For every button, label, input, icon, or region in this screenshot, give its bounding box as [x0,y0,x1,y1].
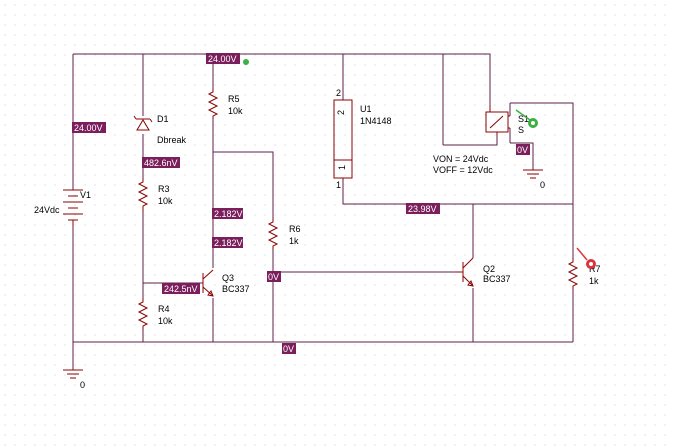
transistor-q3[interactable]: Q3 BC337 [202,269,250,297]
svg-text:0V: 0V [517,145,528,155]
probe-green-icon[interactable] [515,109,538,128]
v1-name: V1 [80,190,91,200]
v1-value: 24Vdc [34,205,60,215]
q3-name: Q3 [222,273,234,283]
voltage-tag-q3-base: 242.5nV [162,283,200,294]
r4-value: 10k [158,316,173,326]
d1-value: Dbreak [157,135,187,145]
probe-green-small-icon[interactable] [243,59,249,65]
probe-red-icon[interactable] [576,247,596,269]
svg-text:0V: 0V [268,272,279,282]
ground-main-label: 0 [80,380,85,390]
voltage-tag-q3-collector-b: 2.182V [212,237,243,248]
svg-text:24.00V: 24.00V [74,123,103,133]
diode-u1[interactable]: 2 1 2 1 U1 1N4148 [333,88,392,190]
u1-pin1: 1 [337,165,347,170]
q2-name: Q2 [483,264,495,274]
r5-value: 10k [228,106,243,116]
transistor-q2[interactable]: Q2 BC337 [455,257,511,287]
voltage-tag-u1: 23.98V [406,203,440,214]
s1-value: S [518,125,524,135]
u1-value: 1N4148 [360,116,392,126]
q3-value: BC337 [222,284,250,294]
d1-name: D1 [157,114,169,124]
u1-name: U1 [360,104,372,114]
svg-text:2.182V: 2.182V [214,209,243,219]
r5-name: R5 [228,94,240,104]
battery-v1[interactable]: V1 24Vdc [34,189,91,226]
voltage-tag-q2-base: 0V [267,271,281,282]
voltage-tag-left-rail: 24.00V [72,122,106,133]
ground-main: 0 [63,369,85,390]
r3-name: R3 [158,184,170,194]
voltage-tag-switch: 0V [516,144,530,155]
s1-voff: VOFF = 12Vdc [433,165,493,175]
svg-text:482.6nV: 482.6nV [144,158,178,168]
svg-text:2.182V: 2.182V [214,238,243,248]
u1-pin2: 2 [336,110,346,115]
resistor-r5[interactable]: R5 10k [207,88,243,118]
svg-text:24.00V: 24.00V [208,54,237,64]
r6-name: R6 [289,224,301,234]
svg-text:0V: 0V [283,344,294,354]
r4-name: R4 [158,304,170,314]
wires [72,53,574,370]
r7-name: R7 [589,264,601,274]
svg-text:242.5nV: 242.5nV [164,284,198,294]
r7-value: 1k [589,276,599,286]
voltage-tag-q3-collector: 2.182V [212,208,243,219]
r6-value: 1k [289,236,299,246]
s1-von: VON = 24Vdc [433,154,489,164]
q2-value: BC337 [483,274,511,284]
resistor-r3[interactable]: R3 10k [137,178,173,212]
voltage-tag-d1: 482.6nV [142,157,180,168]
diode-d1[interactable]: D1 Dbreak [133,114,187,145]
u1-pin1-outer: 1 [336,180,341,190]
r3-value: 10k [158,196,173,206]
voltage-tag-bottom: 0V [282,343,296,354]
u1-pin2-outer: 2 [336,88,341,98]
svg-text:23.98V: 23.98V [408,204,437,214]
ground-switch: 0 [523,169,545,190]
voltage-tag-top: 24.00V [206,53,240,64]
s1-name: S1 [518,114,529,124]
resistor-r4[interactable]: R4 10k [137,298,173,330]
ground-switch-label: 0 [540,180,545,190]
resistor-r6[interactable]: R6 1k [267,218,301,250]
switch-s1[interactable]: S1 S VON = 24Vdc VOFF = 12Vdc [433,103,529,175]
resistor-r7[interactable]: R7 1k [567,258,601,290]
